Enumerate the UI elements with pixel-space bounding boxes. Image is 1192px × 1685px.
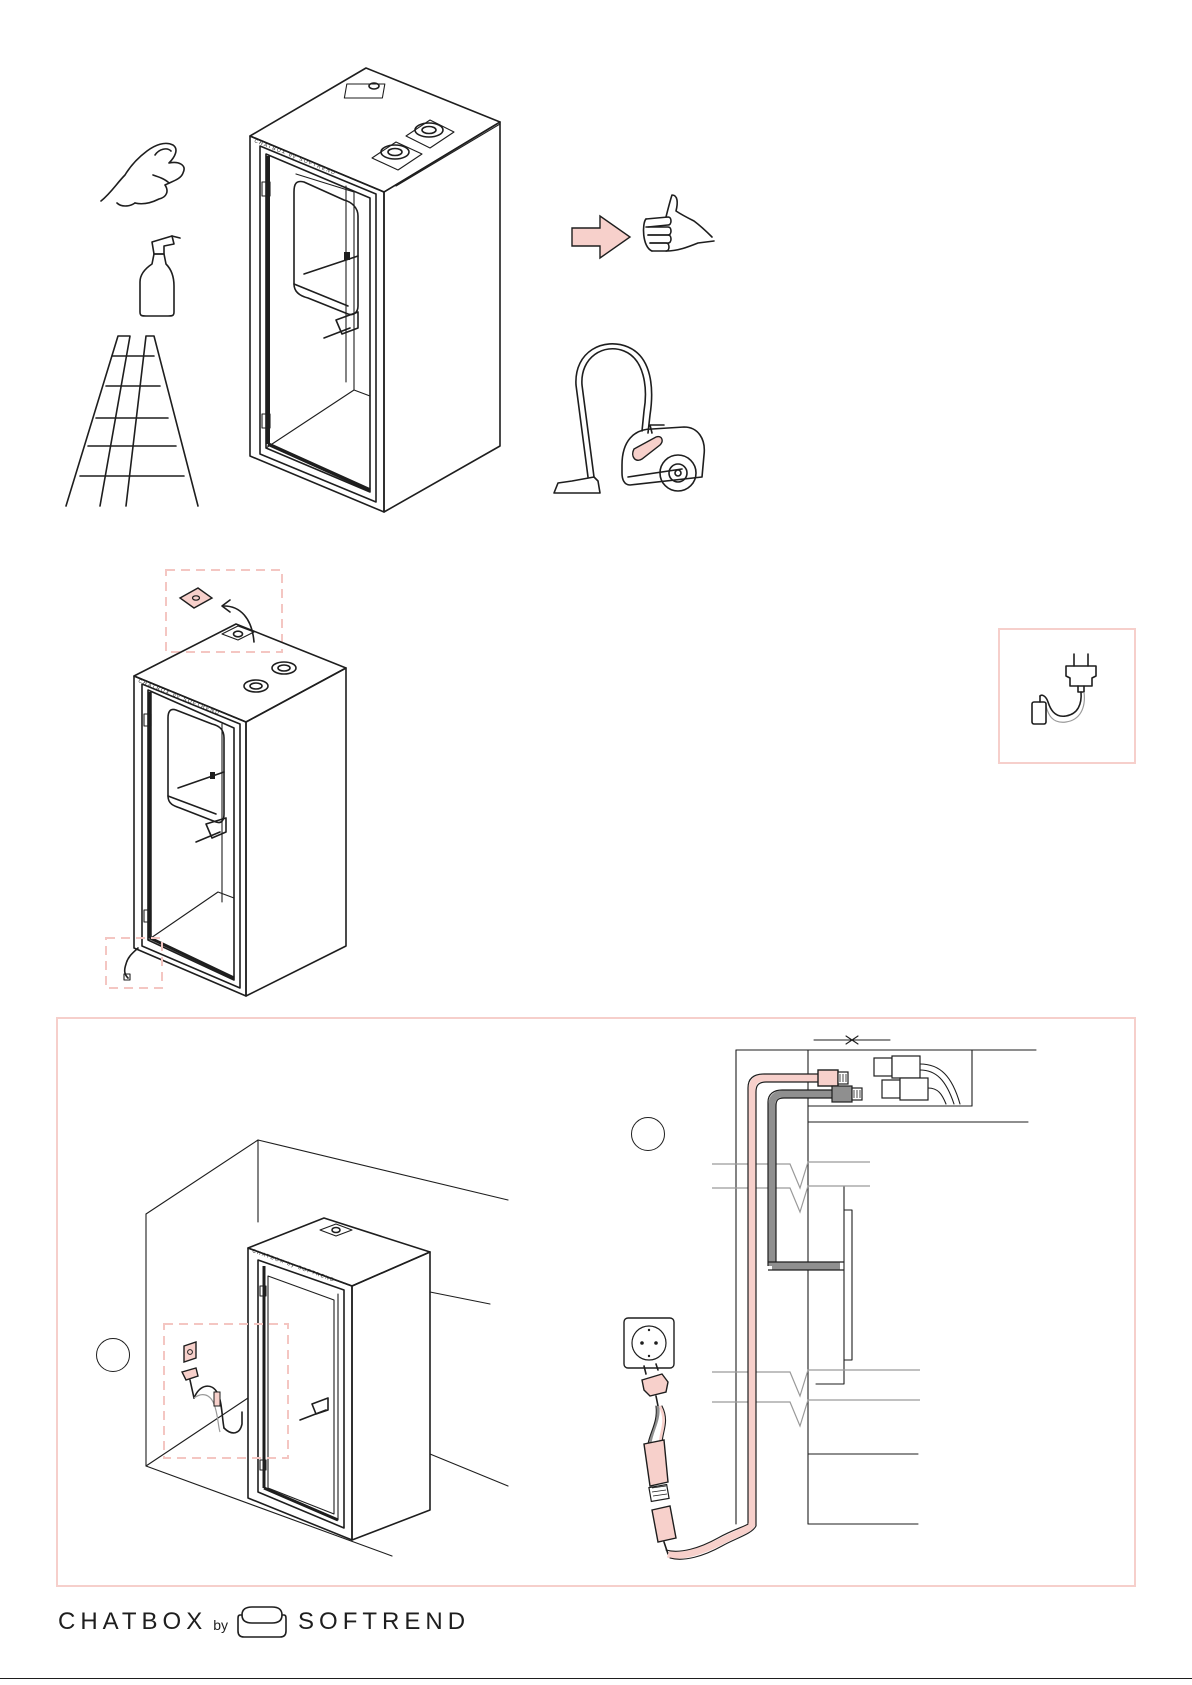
cable-exit-highlight (104, 936, 166, 998)
power-plug-icon (1026, 652, 1110, 738)
brand-by: by (213, 1617, 228, 1633)
brand-softrend: SOFTREND (298, 1608, 470, 1636)
cleaning-section: CHATBOX by SOFTREND (0, 0, 1192, 520)
step-marker-1 (96, 1338, 130, 1372)
footer-brand: CHATBOX by SOFTREND (58, 1602, 470, 1642)
brand-chatbox: CHATBOX (58, 1608, 207, 1636)
footer-divider (0, 1678, 1192, 1679)
cable-routing-detail (620, 1030, 1040, 1566)
spray-bottle-icon (138, 232, 188, 318)
thumbs-up-icon (642, 193, 714, 263)
arrow-right-icon (570, 214, 632, 260)
cabin-illustration-1: CHATBOX by SOFTREND (246, 66, 506, 516)
cable-access-section: CHATBOX by SOFTREND (0, 520, 1192, 1010)
softrend-logo-icon (236, 1605, 288, 1639)
cabin-illustration-2: CHATBOX by SOFTREND (130, 568, 360, 998)
vacuum-cleaner-icon (552, 345, 714, 499)
cleaning-hand-icon (95, 135, 195, 215)
room-cabin-illustration: CHATBOX by SOFTREND (140, 1136, 520, 1560)
ladder-icon (62, 332, 202, 508)
